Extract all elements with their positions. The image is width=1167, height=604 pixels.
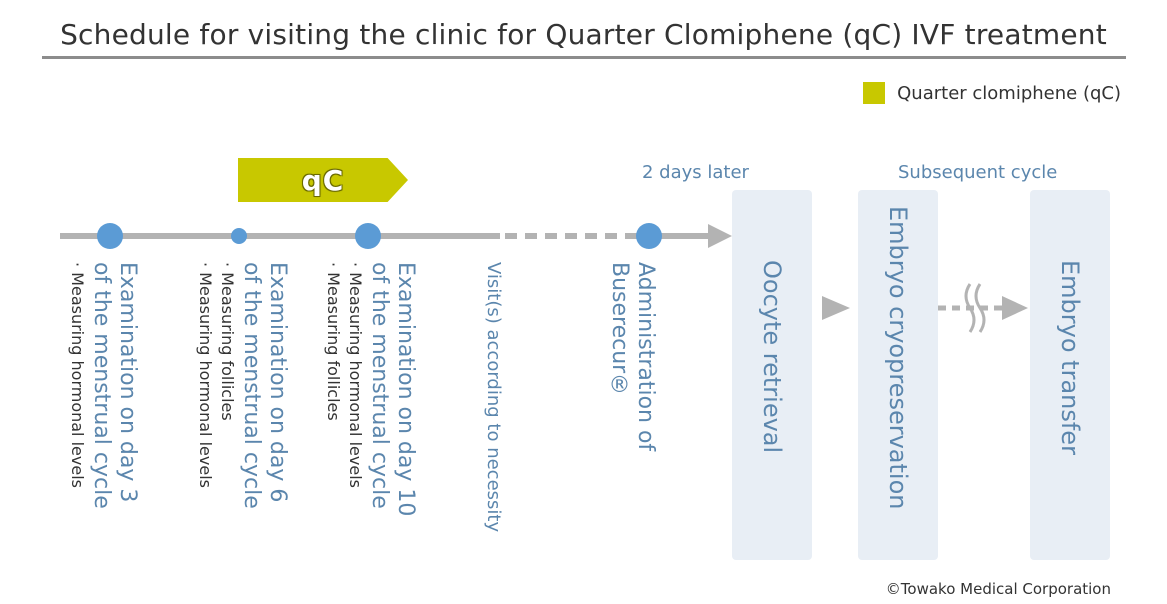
- event-dot-day10: [355, 223, 381, 249]
- title-divider: [42, 56, 1126, 59]
- page-title: Schedule for visiting the clinic for Qua…: [60, 18, 1107, 51]
- event-day3-line1: Examination on day 3: [115, 262, 140, 503]
- box-oocyte-label: Oocyte retrieval: [758, 260, 786, 454]
- event-label-visits: Visit(s) according to necessity: [482, 262, 504, 532]
- box-embryo-cryopreservation: Embryo cryopreservation: [858, 190, 938, 560]
- qc-period-arrow: qC: [238, 158, 408, 202]
- timeline-arrowhead: [708, 224, 732, 248]
- box-arrow-2: [1002, 296, 1028, 320]
- box-embryo-transfer: Embryo transfer: [1030, 190, 1110, 560]
- copyright: ©Towako Medical Corporation: [885, 580, 1111, 598]
- event-day6-bullet2: · Measuring hormonal levels: [196, 262, 215, 488]
- event-dot-buserecur: [636, 223, 662, 249]
- box-transfer-label: Embryo transfer: [1056, 260, 1084, 455]
- event-day10-line1: Examination on day 10: [393, 262, 418, 517]
- break-wave-2: [974, 283, 986, 333]
- event-day10-line2: of the menstrual cycle: [367, 262, 392, 509]
- event-dot-day3: [97, 223, 123, 249]
- event-day10-bullet1: · Measuring hormonal levels: [346, 262, 365, 488]
- event-day6-bullet1: · Measuring follicles: [218, 262, 237, 421]
- event-label-day3: Examination on day 3 of the menstrual cy…: [66, 262, 140, 509]
- event-day3-line2: of the menstrual cycle: [89, 262, 114, 509]
- legend-swatch: [863, 82, 886, 104]
- event-visits-line1: Visit(s) according to necessity: [483, 262, 504, 533]
- legend-label: Quarter clomiphene (qC): [897, 82, 1121, 104]
- event-buserecur-line1: Administration of: [633, 262, 658, 452]
- event-day6-line1: Examination on day 6: [265, 262, 290, 503]
- event-label-buserecur: Administration of Buserecur®: [606, 262, 658, 451]
- event-label-day10: Examination on day 10 of the menstrual c…: [322, 262, 418, 516]
- legend: Quarter clomiphene (qC): [863, 82, 1121, 104]
- qc-arrow-label: qC: [301, 163, 345, 197]
- event-day6-line2: of the menstrual cycle: [239, 262, 264, 509]
- event-day10-bullet2: · Measuring follicles: [324, 262, 343, 421]
- event-day3-bullet1: · Measuring hormonal levels: [68, 262, 87, 488]
- box-cryo-label: Embryo cryopreservation: [884, 206, 912, 510]
- event-buserecur-line2: Buserecur®: [607, 262, 632, 399]
- box-oocyte-retrieval: Oocyte retrieval: [732, 190, 812, 560]
- event-label-day6: Examination on day 6 of the menstrual cy…: [194, 262, 290, 509]
- two-days-later-label: 2 days later: [642, 162, 749, 183]
- box-arrow-1: [822, 296, 850, 320]
- event-dot-day6: [231, 228, 247, 244]
- break-wave-1: [964, 283, 976, 333]
- subsequent-cycle-label: Subsequent cycle: [898, 162, 1058, 183]
